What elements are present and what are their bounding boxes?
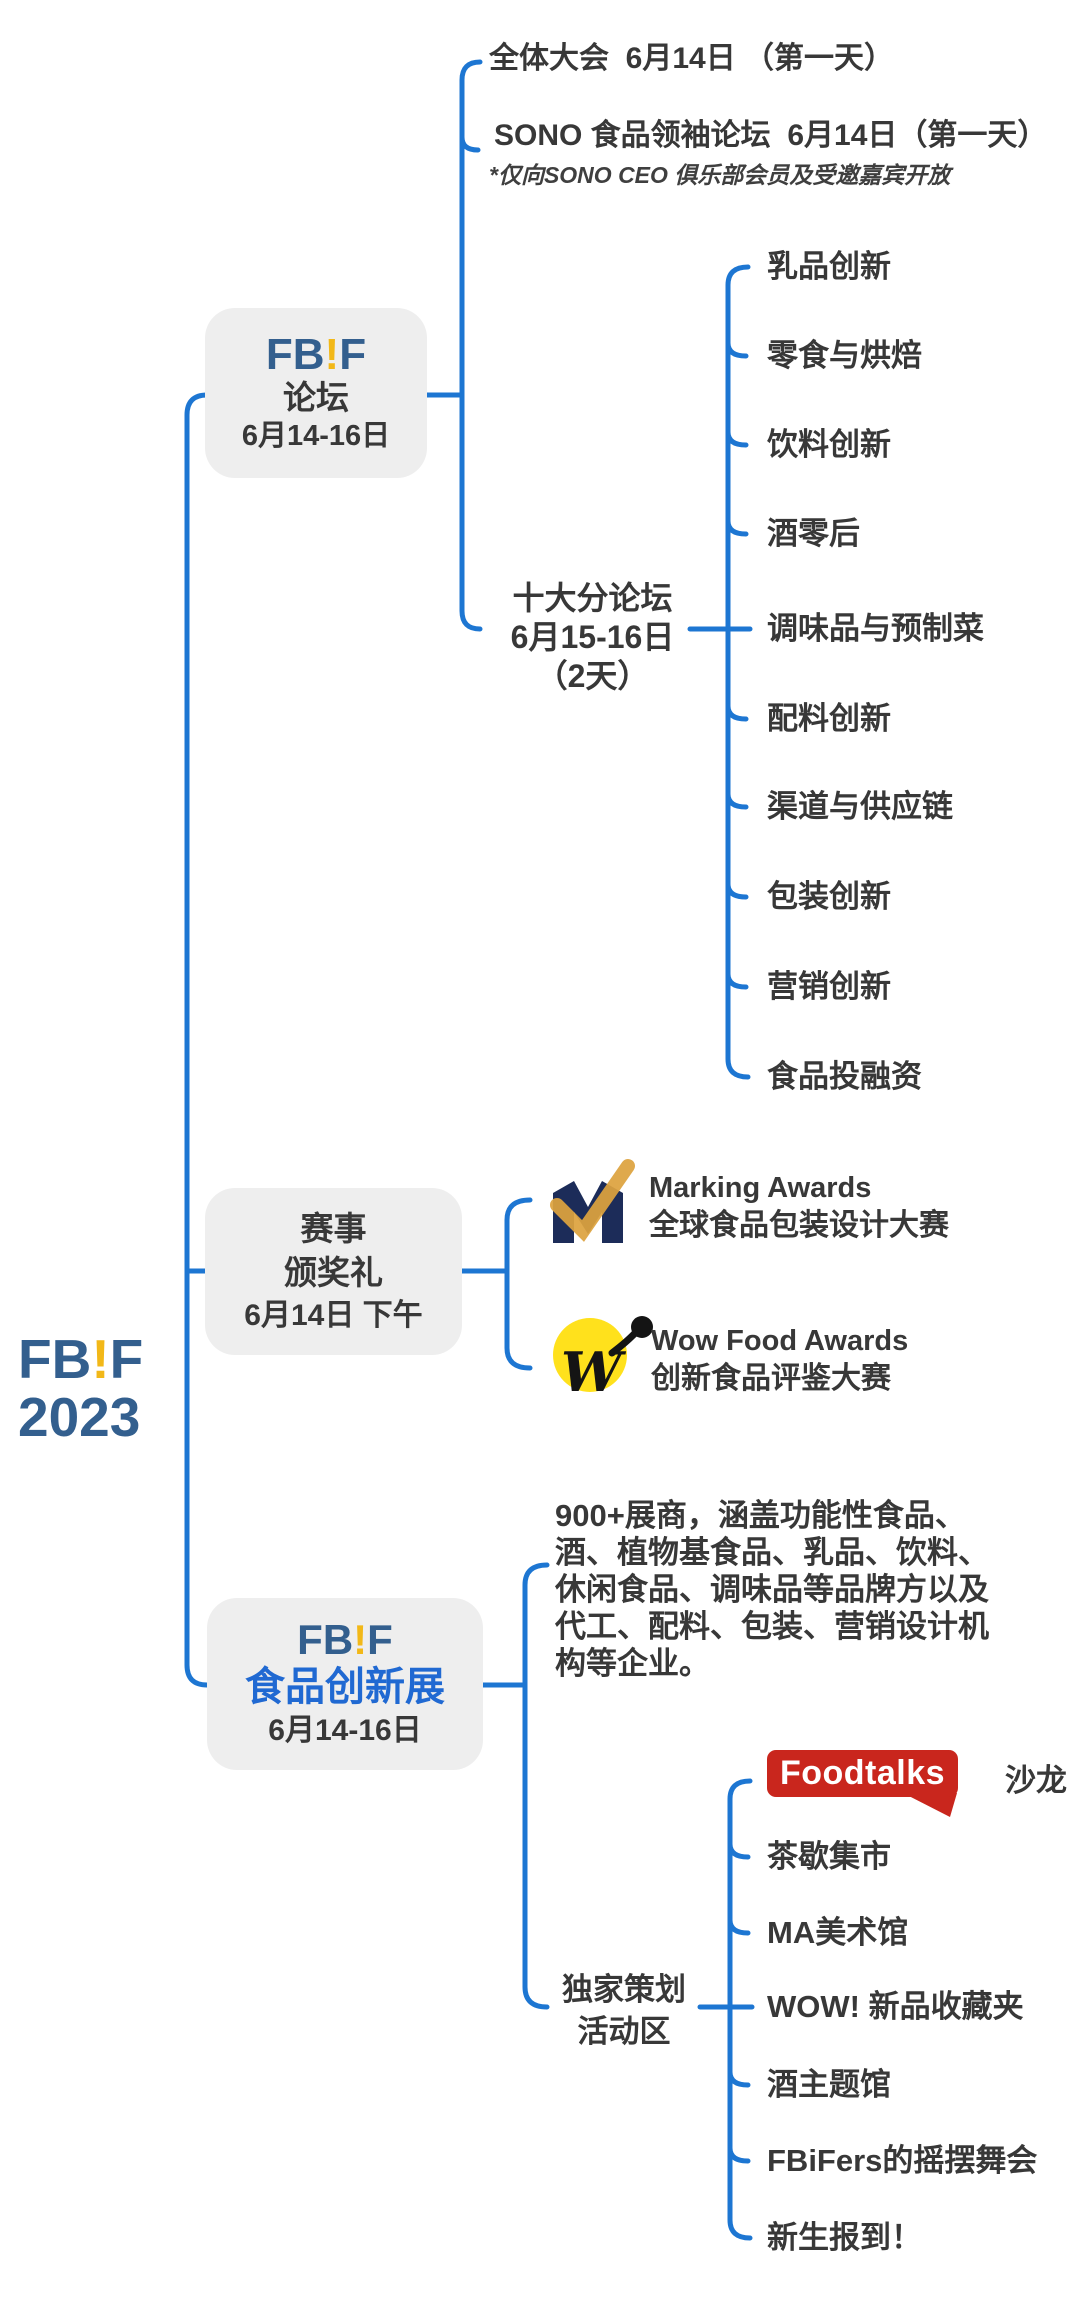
- subforums-hub-line3: （2天）: [535, 658, 650, 694]
- subforum-item-investment: 食品投融资: [767, 1059, 922, 1094]
- expo-box-date: 6月14-16日: [268, 1714, 422, 1748]
- expo-description: 900+展商，涵盖功能性食品、 酒、植物基食品、乳品、饮料、 休闲食品、调味品等…: [555, 1497, 989, 1682]
- logo-year: 2023: [18, 1386, 141, 1448]
- marking-awards-name: Marking Awards: [649, 1172, 872, 1204]
- subforum-item-dairy: 乳品创新: [767, 249, 891, 284]
- subforums-hub-line2: 6月15-16日: [510, 619, 675, 655]
- subforum-item-snacks: 零食与烘焙: [767, 338, 922, 373]
- subforum-item-ingredient: 配料创新: [767, 701, 891, 736]
- sono-forum-note: *仅向SONO CEO 俱乐部会员及受邀嘉宾开放: [489, 162, 951, 188]
- zone-item-newcomer: 新生报到！: [767, 2220, 922, 2255]
- subforum-item-beverage: 饮料创新: [767, 427, 891, 462]
- expo-box-bang: !: [353, 1615, 368, 1663]
- expo-box-brand: FB!F: [297, 1615, 393, 1663]
- wow-awards-name: Wow Food Awards: [651, 1325, 909, 1357]
- subforum-item-marketing: 营销创新: [767, 969, 891, 1004]
- awards-box-line1: 赛事: [300, 1209, 367, 1247]
- subforum-item-condiment: 调味品与预制菜: [767, 611, 984, 646]
- forum-branch-box: FB!F 论坛 6月14-16日: [205, 308, 427, 478]
- fbif-2023-logo: FB!F 2023: [18, 1330, 143, 1446]
- awards-branch-box: 赛事 颁奖礼 6月14日 下午: [205, 1188, 462, 1355]
- expo-box-title: 食品创新展: [245, 1665, 445, 1710]
- zone-item-swing-party: FBiFers的摇摆舞会: [767, 2143, 1038, 2178]
- zones-hub-line1: 独家策划: [562, 1972, 686, 2007]
- zone-item-ma-gallery: MA美术馆: [767, 1915, 909, 1950]
- awards-box-line2: 颁奖礼: [284, 1253, 383, 1291]
- expo-description-line: 900+展商，涵盖功能性食品、: [555, 1498, 966, 1533]
- zones-hub-line2: 活动区: [577, 2014, 671, 2049]
- marking-awards-icon: [550, 1159, 635, 1243]
- marking-awards-desc: 全球食品包装设计大赛: [649, 1209, 949, 1242]
- zone-item-wine-hall: 酒主题馆: [767, 2067, 891, 2102]
- subforum-item-channel: 渠道与供应链: [767, 789, 953, 824]
- foodtalks-bubble-tail: [903, 1793, 957, 1817]
- subforums-hub-line1: 十大分论坛: [512, 580, 673, 616]
- expo-branch-box: FB!F 食品创新展 6月14-16日: [207, 1598, 483, 1770]
- wow-food-awards-icon: W: [553, 1316, 653, 1404]
- expo-description-line: 构等企业。: [555, 1646, 710, 1681]
- forum-box-bang: !: [324, 329, 340, 379]
- foodtalks-logo-text: Foodtalks: [779, 1754, 946, 1792]
- subforum-item-packaging: 包装创新: [767, 879, 891, 914]
- wow-awards-desc: 创新食品评鉴大赛: [651, 1362, 891, 1395]
- forum-box-brand: FB!F: [265, 329, 367, 379]
- zones-hub: 独家策划 活动区: [545, 1969, 703, 2053]
- expo-description-line: 休闲食品、调味品等品牌方以及: [555, 1572, 989, 1607]
- expo-description-line: 代工、配料、包装、营销设计机: [555, 1609, 989, 1644]
- awards-box-date: 6月14日 下午: [244, 1298, 423, 1332]
- forum-box-date: 6月14-16日: [241, 420, 391, 453]
- plenary-session-label: 全体大会 6月14日 （第一天）: [489, 42, 895, 75]
- foodtalks-logo: Foodtalks: [767, 1750, 958, 1797]
- logo-brand: FB!F: [18, 1328, 144, 1390]
- zone-item-foodtalks-salon: 沙龙: [1005, 1763, 1067, 1798]
- logo-bang: !: [91, 1328, 110, 1390]
- subforums-hub: 十大分论坛 6月15-16日 （2天）: [480, 579, 705, 696]
- expo-description-line: 酒、植物基食品、乳品、饮料、: [555, 1535, 989, 1570]
- forum-box-title: 论坛: [283, 379, 349, 417]
- subforum-item-alcohol: 酒零后: [767, 516, 860, 551]
- sono-forum-label: SONO 食品领袖论坛 6月14日（第一天）: [494, 119, 1048, 152]
- zone-item-wow-favorites: WOW! 新品收藏夹: [767, 1989, 1024, 2024]
- zone-item-tea-market: 茶歇集市: [767, 1839, 891, 1874]
